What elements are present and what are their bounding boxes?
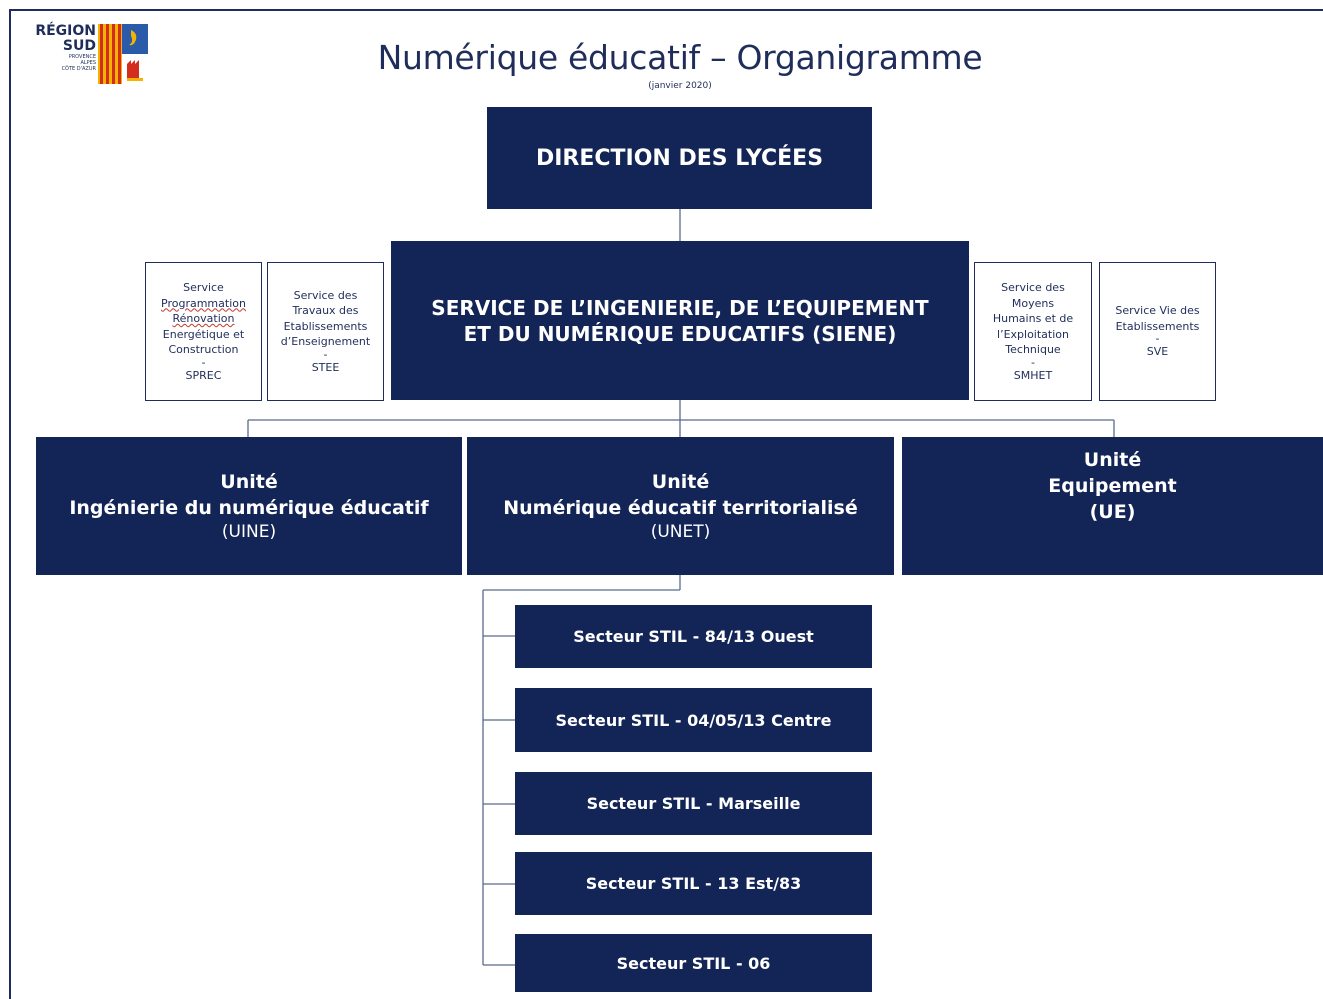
unit-ue-name: Equipement xyxy=(1048,475,1177,497)
unit-unet-name: Numérique éducatif territorialisé xyxy=(503,497,858,519)
unit-unet-abbr: (UNET) xyxy=(650,522,711,542)
unit-ue-abbr: (UE) xyxy=(1089,501,1136,523)
smhet-line: Service des xyxy=(1001,281,1065,294)
sve-line: - xyxy=(1155,332,1160,346)
logo-small-provence: PROVENCE xyxy=(68,54,96,60)
smhet-line: - xyxy=(1031,355,1035,369)
smhet-line: l’Exploitation xyxy=(997,327,1069,341)
sve-line: Etablissements xyxy=(1115,319,1200,333)
direction-des-lycees-box: DIRECTION DES LYCÉES xyxy=(487,107,872,209)
stee-line: Travaux des xyxy=(292,304,359,318)
smhet-line: Technique xyxy=(1005,343,1061,356)
siene-line-1: SERVICE DE L’INGENIERIE, DE L’EQUIPEMENT xyxy=(431,295,929,320)
logo-line-region: RÉGION xyxy=(35,23,96,39)
logo-small-cote: CÔTE D'AZUR xyxy=(61,66,96,72)
stee-abbr: STEE xyxy=(311,360,340,374)
sector-label: Secteur STIL - Marseille xyxy=(586,794,801,813)
sve-box: Service Vie des Etablissements - SVE xyxy=(1099,262,1216,401)
direction-label: DIRECTION DES LYCÉES xyxy=(535,145,824,171)
unit-ue-label: Unité xyxy=(1083,449,1142,471)
sprec-line: Rénovation xyxy=(172,312,235,325)
unit-uine-name: Ingénierie du numérique éducatif xyxy=(69,497,429,519)
sprec-line: Programmation xyxy=(161,296,246,310)
sve-line: Service Vie des xyxy=(1115,304,1200,318)
sprec-line: - xyxy=(201,355,206,369)
sector-label: Secteur STIL - 06 xyxy=(616,953,771,973)
stee-box: Service des Travaux des Etablissements d… xyxy=(267,262,384,401)
region-flag-icon xyxy=(98,24,148,84)
unit-uine-box: Unité Ingénierie du numérique éducatif (… xyxy=(36,437,462,575)
smhet-line: Moyens xyxy=(1011,296,1055,310)
sve-abbr: SVE xyxy=(1146,345,1169,359)
unit-unet-box: Unité Numérique éducatif territorialisé … xyxy=(467,437,894,575)
siene-box: SERVICE DE L’INGENIERIE, DE L’EQUIPEMENT… xyxy=(391,241,969,400)
sector-box: Secteur STIL - 06 xyxy=(515,934,872,992)
unit-uine-label: Unité xyxy=(220,471,278,493)
sector-label: Secteur STIL - 84/13 Ouest xyxy=(573,627,814,646)
unit-unet-label: Unité xyxy=(651,471,710,493)
sector-box: Secteur STIL - 84/13 Ouest xyxy=(515,605,872,668)
stee-line: Etablissements xyxy=(283,319,368,333)
siene-line-2: ET DU NUMÉRIQUE EDUCATIFS (SIENE) xyxy=(463,321,897,346)
sprec-line: Construction xyxy=(168,343,239,356)
sector-label: Secteur STIL - 04/05/13 Centre xyxy=(555,710,832,730)
page-title: Numérique éducatif – Organigramme xyxy=(377,38,983,77)
sector-label: Secteur STIL - 13 Est/83 xyxy=(585,874,802,893)
page-frame xyxy=(9,9,1323,999)
unit-ue-box: Unité Equipement (UE) xyxy=(902,437,1323,575)
stee-line: - xyxy=(323,347,328,361)
logo-text: RÉGION SUD PROVENCE ALPES CÔTE D'AZUR xyxy=(26,23,96,73)
sector-box: Secteur STIL - 13 Est/83 xyxy=(515,852,872,915)
smhet-box: Service des Moyens Humains et de l’Explo… xyxy=(974,262,1092,401)
unit-uine-abbr: (UINE) xyxy=(221,522,277,542)
smhet-abbr: SMHET xyxy=(1013,368,1053,382)
region-sud-logo: RÉGION SUD PROVENCE ALPES CÔTE D'AZUR xyxy=(26,24,148,86)
stee-line: d’Enseignement xyxy=(280,335,371,349)
page-subtitle-date: (janvier 2020) xyxy=(648,81,712,91)
sprec-line: Energétique et xyxy=(162,327,245,341)
sprec-line: Service xyxy=(183,281,224,294)
sprec-box: Service Programmation Rénovation Energét… xyxy=(145,262,262,401)
stee-line: Service des xyxy=(293,288,358,302)
logo-small-alpes: ALPES xyxy=(80,60,96,66)
sprec-abbr: SPREC xyxy=(185,368,222,382)
logo-line-sud: SUD xyxy=(62,38,96,54)
sector-box: Secteur STIL - 04/05/13 Centre xyxy=(515,688,872,752)
sector-box: Secteur STIL - Marseille xyxy=(515,772,872,835)
smhet-line: Humains et de xyxy=(992,312,1074,325)
